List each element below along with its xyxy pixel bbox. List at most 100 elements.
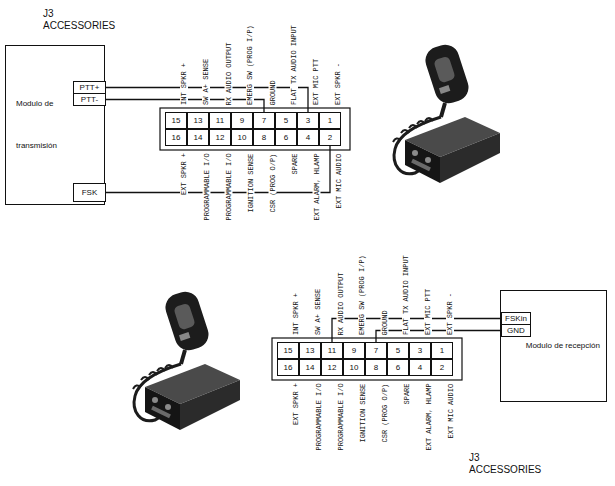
node-text: 6: [396, 364, 400, 372]
pin-label: INT SPKR +: [172, 62, 180, 106]
pin-label: CSR (PROG O/P): [260, 152, 268, 213]
signal-name: SW A+ SENSE: [202, 58, 210, 106]
signal-name: RX AUDIO OUTPUT: [224, 41, 232, 106]
connector-title: J3 ACCESSORIES: [468, 452, 542, 477]
pin-label: SW A+ SENSE: [194, 58, 202, 106]
node-text: 1: [440, 347, 444, 355]
terminal-box: GND: [501, 324, 531, 337]
pin-cell: 9: [343, 342, 365, 359]
signal-name: INT SPKR +: [292, 292, 300, 336]
node-text: 5: [284, 117, 288, 125]
signal-name: GROUND: [380, 309, 388, 336]
pin-label: PROGRAMMABLE I/O: [194, 152, 202, 221]
signal-name: EXT SPKR +: [292, 382, 300, 426]
signal-name: GROUND: [268, 79, 276, 106]
signal-name: CSR (PROG O/P): [380, 382, 388, 443]
node-text: 15: [172, 117, 181, 125]
node-text: 13: [194, 117, 203, 125]
pin-label: EXT SPKR -: [326, 62, 334, 106]
pin-cell: 2: [431, 359, 453, 376]
pin-label: EMERG SW (PROG I/P): [350, 254, 358, 336]
pin-cell: 4: [409, 359, 431, 376]
signal-name: EXT MIC AUDIO: [334, 152, 342, 209]
pin-label: CSR (PROG O/P): [372, 382, 380, 443]
pin-label: RX AUDIO OUTPUT: [216, 41, 224, 106]
signal-name: EXT SPKR -: [446, 292, 454, 336]
node-text: 4: [306, 134, 310, 142]
pin-label: GROUND: [260, 79, 268, 106]
pin-label: EXT MIC AUDIO: [438, 382, 446, 439]
signal-name: PROGRAMMABLE I/O: [314, 382, 322, 451]
node-text: 9: [240, 117, 244, 125]
signal-name: EMERG SW (PROG I/P): [358, 254, 366, 336]
signal-name: EXT ALARM, HLAMP: [424, 382, 432, 451]
pin-cell: 12: [209, 129, 231, 146]
node-text: 1: [328, 117, 332, 125]
node-text: PTT+: [80, 84, 100, 92]
pin-label: FLAT TX AUDIO INPUT: [394, 254, 402, 336]
pin-cell: 16: [277, 359, 299, 376]
node-text: 5: [396, 347, 400, 355]
node-text: 16: [172, 134, 181, 142]
node-text: PTT-: [81, 96, 98, 104]
signal-name: INT SPKR +: [180, 62, 188, 106]
pin-cell: 7: [365, 342, 387, 359]
node-text: 3: [418, 347, 422, 355]
pin-label: EXT ALARM, HLAMP: [416, 382, 424, 451]
pin-label: SPARE: [282, 152, 290, 175]
signal-name: EMERG SW (PROG I/P): [246, 24, 254, 106]
node-text: 4: [418, 364, 422, 372]
pin-label: FLAT TX AUDIO INPUT: [282, 24, 290, 106]
node-text: 11: [216, 117, 224, 125]
node-text: 16: [284, 364, 293, 372]
pin-cell: 10: [343, 359, 365, 376]
pin-cell: 11: [209, 112, 231, 129]
node-text: 12: [216, 134, 225, 142]
pin-cell: 6: [387, 359, 409, 376]
node-text: 15: [284, 347, 293, 355]
terminal-box: FSK: [73, 183, 106, 202]
connector-housing: [160, 108, 350, 150]
pin-label: EXT ALARM, HLAMP: [304, 152, 312, 221]
signal-name: IGNITION SENSE: [358, 382, 366, 443]
pin-cell: 10: [231, 129, 253, 146]
pin-cell: 7: [253, 112, 275, 129]
node-text: 14: [306, 364, 315, 372]
connector-title-text: J3 ACCESSORIES: [42, 8, 116, 31]
pin-cell: 14: [299, 359, 321, 376]
connector-title-text: J3 ACCESSORIES: [468, 452, 542, 475]
node-text: 2: [440, 364, 444, 372]
node-text: 2: [328, 134, 332, 142]
pin-cell: 16: [165, 129, 187, 146]
signal-name: FLAT TX AUDIO INPUT: [402, 254, 410, 336]
pin-label: EXT SPKR +: [172, 152, 180, 196]
signal-name: PROGRAMMABLE I/O: [224, 152, 232, 221]
pin-label: EXT MIC PTT: [304, 58, 312, 106]
connector-title: J3 ACCESSORIES: [42, 8, 116, 33]
pin-cell: 2: [319, 129, 341, 146]
signal-name: CSR (PROG O/P): [268, 152, 276, 213]
node-text: 9: [352, 347, 356, 355]
pin-label: IGNITION SENSE: [238, 152, 246, 213]
node-text: 7: [374, 347, 378, 355]
pin-cell: 15: [165, 112, 187, 129]
pin-cell: 3: [409, 342, 431, 359]
signal-name: EXT ALARM, HLAMP: [312, 152, 320, 221]
pin-label: INT SPKR +: [284, 292, 292, 336]
signal-name: EXT SPKR -: [334, 62, 342, 106]
signal-name: RX AUDIO OUTPUT: [336, 271, 344, 336]
pin-label: EXT SPKR +: [284, 382, 292, 426]
pin-cell: 1: [319, 112, 341, 129]
pin-cell: 6: [275, 129, 297, 146]
signal-name: EXT MIC PTT: [312, 58, 320, 106]
signal-name: PROGRAMMABLE I/O: [336, 382, 344, 451]
pin-label: RX AUDIO OUTPUT: [328, 271, 336, 336]
node-text: Modulo de transmisión: [16, 83, 78, 167]
node-text: 10: [238, 134, 247, 142]
signal-name: SW A+ SENSE: [314, 288, 322, 336]
node-text: 11: [328, 347, 336, 355]
signal-name: EXT MIC PTT: [424, 288, 432, 336]
node-text: FSK: [82, 189, 98, 197]
pin-label: EXT MIC PTT: [416, 288, 424, 336]
